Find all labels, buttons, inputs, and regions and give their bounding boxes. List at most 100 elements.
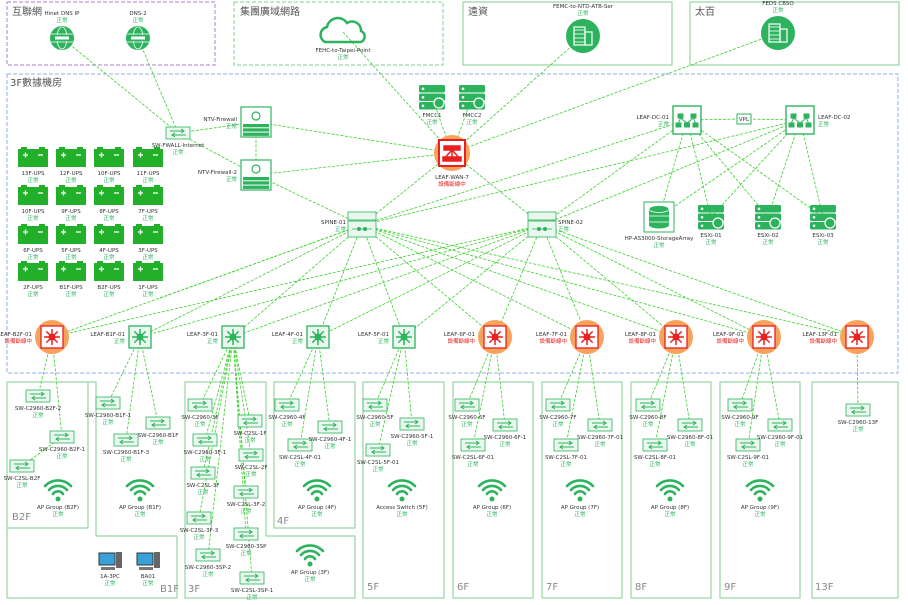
node-f9ap[interactable] (745, 479, 775, 502)
node-ups4[interactable] (133, 147, 163, 167)
node-f4s1[interactable] (274, 398, 300, 412)
node-ups5[interactable] (18, 185, 48, 205)
node-db[interactable] (643, 201, 675, 233)
node-fw1[interactable] (240, 106, 272, 138)
node-ups9[interactable] (18, 224, 48, 244)
node-f3s8[interactable] (233, 527, 259, 541)
node-ups7[interactable] (94, 185, 124, 205)
node-b1s3[interactable] (113, 433, 139, 447)
node-f6s1[interactable] (454, 398, 480, 412)
node-ups13[interactable] (18, 261, 48, 281)
node-leaf7[interactable] (570, 320, 604, 354)
node-bld2[interactable] (761, 16, 795, 50)
node-dns1[interactable] (50, 26, 74, 50)
node-f3s1[interactable] (187, 398, 213, 412)
node-ups11[interactable] (94, 224, 124, 244)
node-leafb2[interactable] (35, 320, 69, 354)
node-f3s7[interactable] (186, 511, 212, 525)
node-f7s3[interactable] (553, 438, 579, 452)
node-vpl[interactable]: VPL (736, 113, 752, 125)
node-f7ap[interactable] (565, 479, 595, 502)
node-cloud[interactable] (319, 16, 366, 44)
node-dns2[interactable] (126, 26, 150, 50)
node-b2s2[interactable] (49, 430, 75, 444)
link-leaf3-f3s8 (232, 336, 247, 535)
node-esx1[interactable] (698, 205, 724, 230)
node-leafb1[interactable] (128, 325, 152, 349)
node-leaf5[interactable] (392, 325, 416, 349)
node-f3s10[interactable] (239, 571, 265, 585)
node-core[interactable] (434, 135, 470, 171)
node-swfw[interactable] (165, 126, 191, 140)
node-b2s1[interactable] (25, 389, 51, 403)
node-f8s3[interactable] (642, 438, 668, 452)
node-f3ap[interactable] (295, 544, 325, 567)
floor-f3-title: 3F (188, 584, 200, 595)
node-spine1[interactable] (347, 211, 377, 238)
node-leaf9[interactable] (747, 320, 781, 354)
node-esx2[interactable] (755, 205, 781, 230)
node-f3s2[interactable] (192, 433, 218, 447)
node-f5s3[interactable] (365, 443, 391, 457)
node-f6ap[interactable] (477, 479, 507, 502)
node-ups14[interactable] (56, 261, 86, 281)
node-leafdc1[interactable] (672, 105, 702, 135)
node-ups10[interactable] (56, 224, 86, 244)
node-spine2[interactable] (527, 211, 557, 238)
node-f5s2[interactable] (399, 417, 425, 431)
floor-f13-title: 13F (815, 582, 834, 593)
node-ups3[interactable] (94, 147, 124, 167)
node-srv1[interactable] (419, 85, 445, 110)
node-f13s1[interactable] (845, 403, 871, 417)
node-leaf13[interactable] (840, 320, 874, 354)
node-leaf8[interactable] (659, 320, 693, 354)
node-f3s6[interactable] (233, 485, 259, 499)
node-pc1[interactable] (98, 552, 122, 570)
node-b2s3[interactable] (9, 459, 35, 473)
node-f4s3[interactable] (287, 438, 313, 452)
node-leaf3[interactable] (221, 325, 245, 349)
node-leafdc2[interactable] (785, 105, 815, 135)
node-f9s1[interactable] (727, 398, 753, 412)
node-b1ap[interactable] (125, 479, 155, 502)
node-f6s2[interactable] (492, 418, 518, 432)
node-srv2[interactable] (459, 85, 485, 110)
node-leaf4[interactable] (306, 325, 330, 349)
node-esx3[interactable] (810, 205, 836, 230)
node-f3s4[interactable] (238, 448, 264, 462)
node-f4s2[interactable] (317, 420, 343, 434)
node-b1s1[interactable] (95, 396, 121, 410)
node-b2ap[interactable] (43, 479, 73, 502)
node-f9s3[interactable] (735, 438, 761, 452)
node-f8s1[interactable] (635, 398, 661, 412)
node-f7s1[interactable] (545, 398, 571, 412)
link-leafb1-b1s1 (107, 336, 141, 404)
node-f8s2[interactable] (677, 418, 703, 432)
node-f8ap[interactable] (655, 479, 685, 502)
node-f5ap[interactable] (387, 479, 417, 502)
node-ups16[interactable] (133, 261, 163, 281)
node-leaf6[interactable] (478, 320, 512, 354)
node-f3s3[interactable] (237, 414, 263, 428)
node-fw2[interactable] (240, 159, 272, 191)
node-f3s5[interactable] (190, 466, 216, 480)
node-f4ap[interactable] (302, 479, 332, 502)
node-f3s9[interactable] (195, 548, 221, 562)
node-f7s2[interactable] (587, 418, 613, 432)
server-icon (810, 205, 836, 230)
node-f6s3[interactable] (460, 438, 486, 452)
node-f5s1[interactable] (362, 398, 388, 412)
node-bld1[interactable] (566, 19, 600, 53)
node-ups15[interactable] (94, 261, 124, 281)
node-ups12[interactable] (133, 224, 163, 244)
node-ups6[interactable] (56, 185, 86, 205)
node-b1s2[interactable] (145, 416, 171, 430)
node-ups8[interactable] (133, 185, 163, 205)
node-ups2[interactable] (56, 147, 86, 167)
node-ups1[interactable] (18, 147, 48, 167)
node-status: 正常 (406, 439, 418, 447)
switch-icon (553, 438, 579, 452)
node-f9s2[interactable] (767, 418, 793, 432)
node-pc2[interactable] (136, 552, 160, 570)
